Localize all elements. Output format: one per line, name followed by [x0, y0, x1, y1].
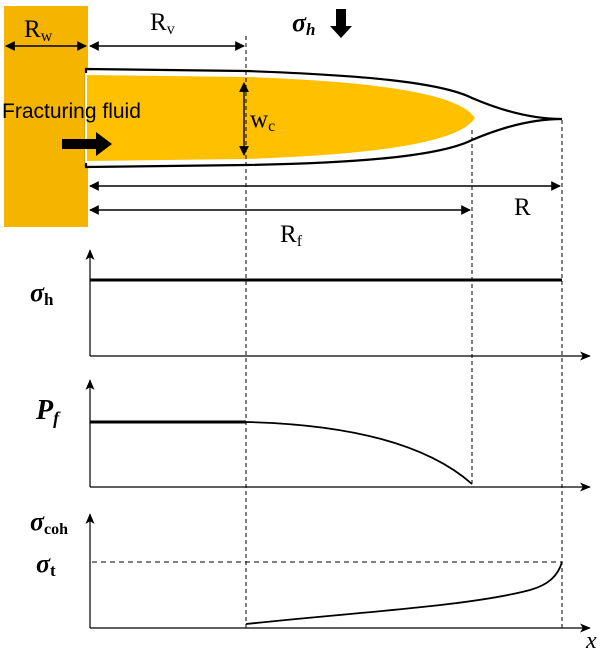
pf-decay-curve	[245, 421, 473, 485]
pf-label: Pf	[35, 395, 61, 428]
rw-label: Rw	[24, 16, 53, 45]
wc-label: wc	[250, 106, 275, 135]
x-axis-label: x	[585, 628, 597, 654]
sigma-coh-label: σcoh	[30, 507, 68, 538]
fracturing-fluid-label: Fracturing fluid	[2, 100, 141, 123]
r-label: R	[514, 194, 531, 221]
rv-label: Rv	[150, 9, 175, 38]
rf-label: Rf	[280, 221, 303, 250]
sigma-t-label: σt	[36, 549, 56, 580]
coh-curve	[245, 561, 563, 625]
fluid-region	[85, 72, 478, 164]
sigma-h-down-arrow	[330, 9, 352, 38]
sigma-h-plot-label: σh	[30, 278, 54, 309]
fluid-arrow	[62, 132, 112, 156]
sigma-h-top-label: σh	[292, 8, 315, 39]
